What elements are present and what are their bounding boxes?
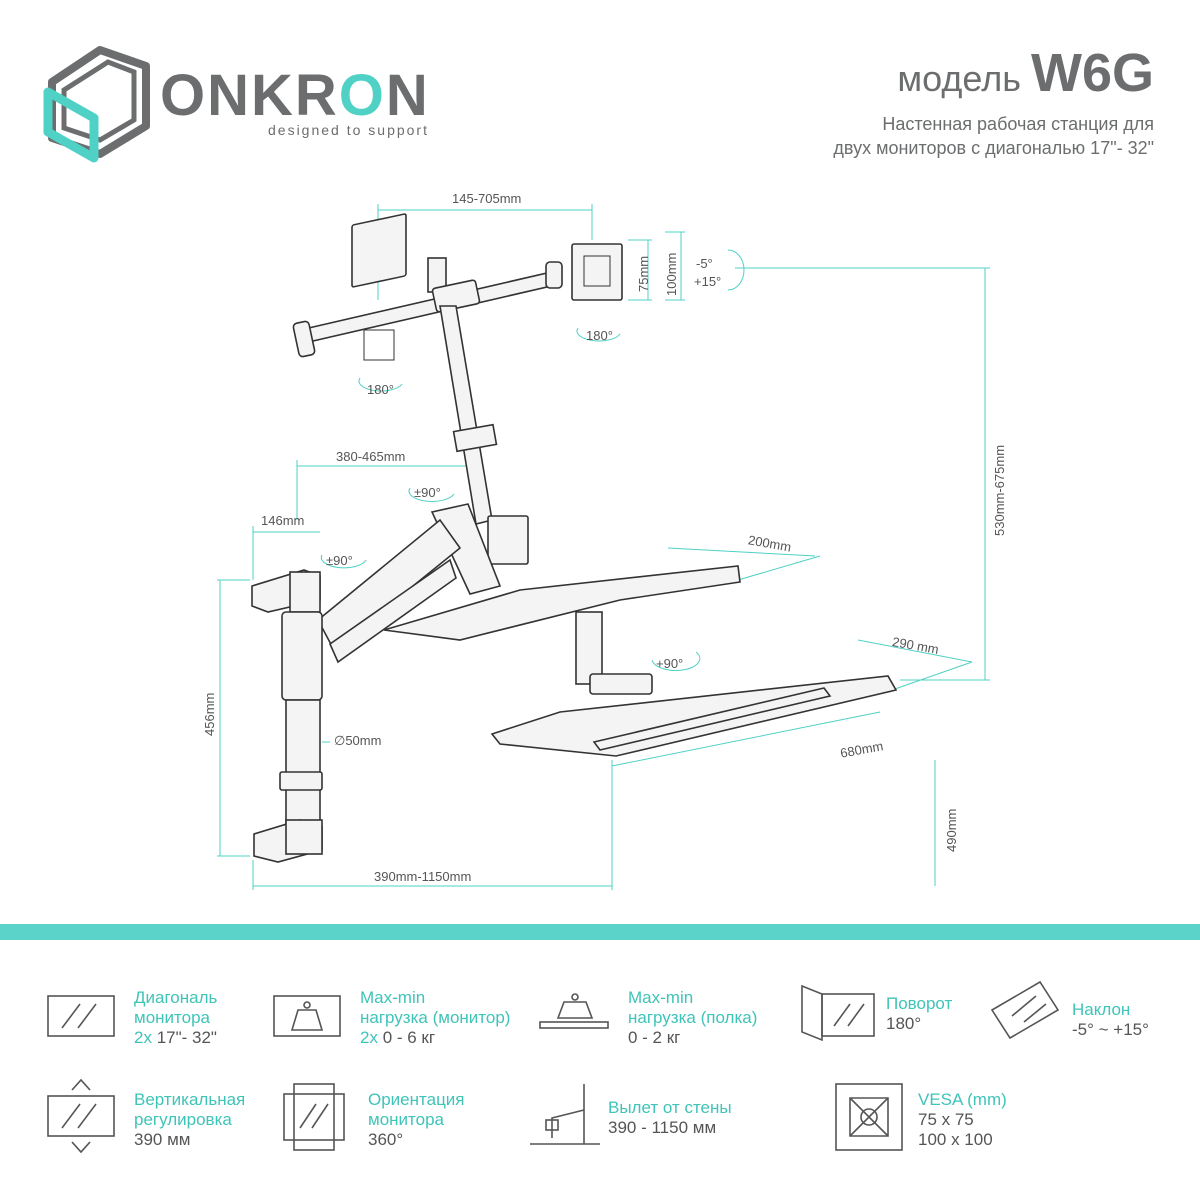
feature-vesa: VESA (mm) 75 x 75 100 x 100 (918, 1090, 1007, 1149)
total-height-label: 530mm-675mm (992, 444, 1007, 536)
rotate-right-label: 180° (586, 328, 613, 343)
wall-plate-label: 146mm (261, 513, 305, 528)
feature-height-adjust: Вертикальная регулировка 390 мм (134, 1090, 246, 1149)
feature-diagonal: Диагональ монитора 2x 17"- 32" (134, 988, 218, 1047)
orientation-icon (283, 1083, 345, 1151)
monitor-load-icon (273, 995, 341, 1037)
tilt-plus-label: +15° (694, 274, 722, 289)
vesa-75-label: 75mm (636, 255, 651, 292)
height-adjust-icon (47, 1078, 115, 1154)
pole-diameter-label: ∅50mm (334, 733, 382, 748)
vesa-100-label: 100mm (664, 252, 679, 296)
workstation-drawing (251, 213, 898, 863)
arm-reach-label: 380-465mm (336, 449, 406, 464)
feature-icons (47, 980, 1060, 1154)
total-reach-label: 390mm-1150mm (374, 869, 472, 884)
brand-name: ONKRON (160, 63, 430, 128)
feature-wall-reach: Вылет от стены 390 - 1150 мм (608, 1098, 732, 1137)
swivel-lower-label: ±90° (326, 553, 353, 568)
brand-tagline: designed to support (268, 122, 429, 138)
feature-swivel: Поворот 180° (886, 994, 953, 1033)
logo-icon (43, 46, 150, 163)
feature-shelf-load: Max-min нагрузка (полка) 0 - 2 кг (628, 988, 758, 1047)
pole-height-label: 456mm (202, 692, 217, 736)
keyboard-swivel-label: +90° (656, 656, 684, 671)
divider-band (0, 924, 1200, 940)
feature-orientation: Ориентация монитора 360° (368, 1090, 465, 1149)
wall-reach-icon (530, 1084, 600, 1145)
tilt-minus-label: -5° (696, 256, 713, 271)
rotate-left-label: 180° (367, 382, 394, 397)
dimension-lines (217, 204, 990, 890)
swivel-icon (801, 984, 875, 1042)
keyboard-height-label: 490mm (944, 808, 959, 852)
crossbar-width-label: 145-705mm (452, 191, 522, 206)
feature-monitor-load: Max-min нагрузка (монитор) 2x 0 - 6 кг (360, 988, 511, 1047)
vesa-icon (835, 1083, 903, 1151)
monitor-diagonal-icon (47, 995, 115, 1037)
product-subtitle: Настенная рабочая станция для двух монит… (833, 114, 1154, 158)
feature-tilt: Наклон -5° ~ +15° (1072, 1000, 1149, 1039)
swivel-upper-label: ±90° (414, 485, 441, 500)
shelf-load-icon (539, 993, 609, 1029)
tilt-icon (990, 980, 1060, 1040)
